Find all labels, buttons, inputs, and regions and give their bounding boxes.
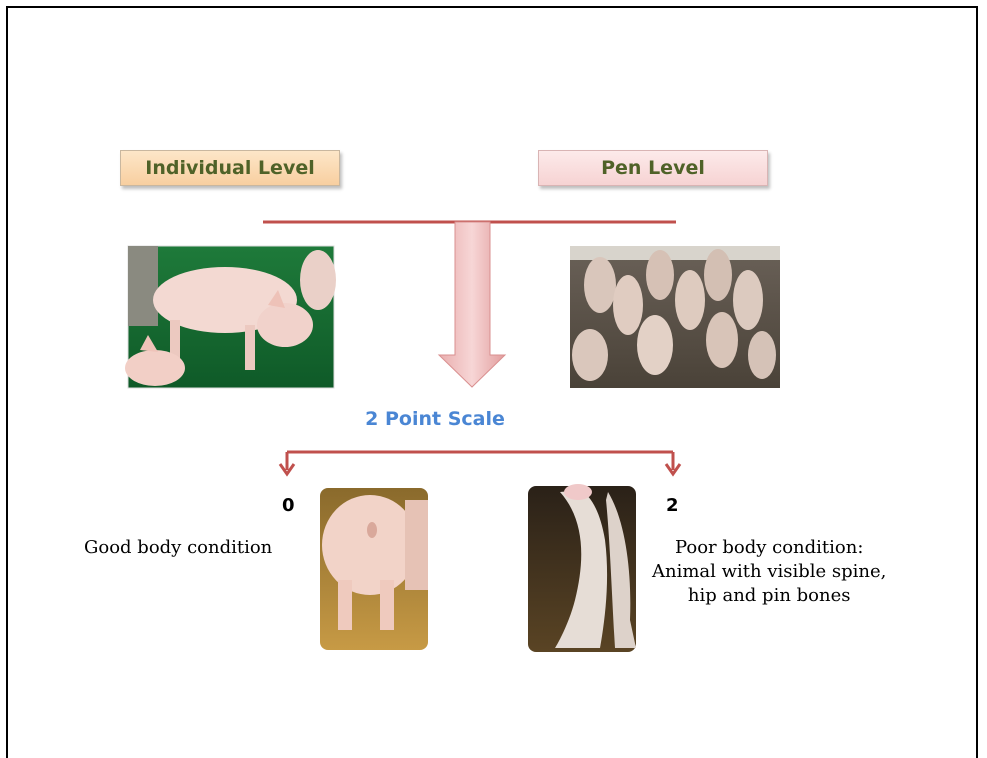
score-two: 2 (666, 495, 679, 516)
good-condition-description: Good body condition (84, 536, 272, 560)
pig-pen-photo (570, 246, 780, 388)
scale-title: 2 Point Scale (335, 408, 535, 430)
poor-condition-line-1: Poor body condition: (652, 536, 886, 560)
pig-individual-photo (125, 246, 336, 388)
pen-level-label: Pen Level (538, 150, 768, 186)
thin-pig-photo (528, 484, 636, 652)
poor-condition-line-2: Animal with visible spine, (652, 560, 886, 584)
pig-rear-photo (320, 488, 428, 650)
good-condition-line-1: Good body condition (84, 536, 272, 560)
score-zero: 0 (282, 495, 295, 516)
poor-condition-line-3: hip and pin bones (652, 584, 886, 608)
poor-condition-description: Poor body condition: Animal with visible… (652, 536, 886, 608)
individual-level-label: Individual Level (120, 150, 340, 186)
down-arrow (439, 222, 505, 387)
